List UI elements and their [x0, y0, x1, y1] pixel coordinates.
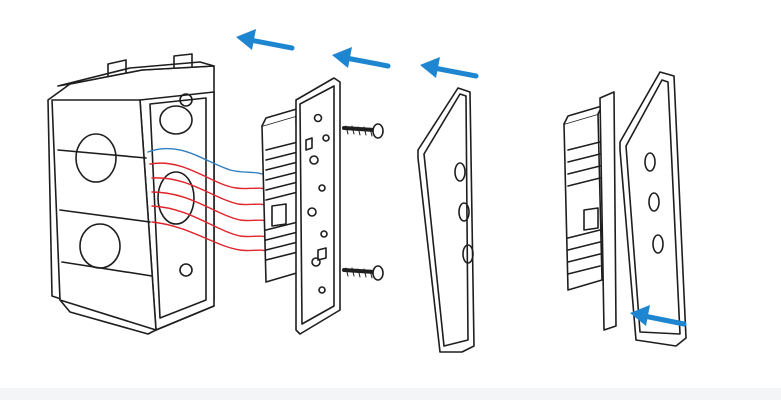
wires: [147, 147, 271, 253]
push-arrow-3: [420, 57, 479, 79]
assembled-button-1: [644, 152, 656, 172]
push-arrow-1: [236, 29, 295, 51]
mounting-screws: [342, 123, 384, 281]
wall-back-box: [47, 53, 215, 335]
screw-top: [342, 123, 384, 139]
glass-front-panel: [417, 87, 475, 353]
wire-live-5: [151, 221, 271, 253]
panel-button-1: [454, 162, 466, 182]
push-arrow-2: [332, 47, 391, 69]
wire-live-4: [151, 205, 271, 239]
press-arrow: [630, 305, 687, 327]
assembled-button-2: [648, 192, 660, 212]
wire-live-1: [149, 162, 271, 191]
assembled-switch: [563, 71, 687, 347]
wire-neutral: [147, 147, 269, 177]
screw-bottom: [342, 265, 384, 281]
switch-mechanism: [261, 77, 341, 335]
panel-button-2: [458, 202, 470, 222]
bottom-band: [0, 388, 781, 400]
assembled-button-3: [652, 234, 664, 254]
wire-live-3: [151, 191, 271, 223]
wire-live-2: [151, 177, 271, 207]
panel-button-3: [462, 244, 474, 264]
